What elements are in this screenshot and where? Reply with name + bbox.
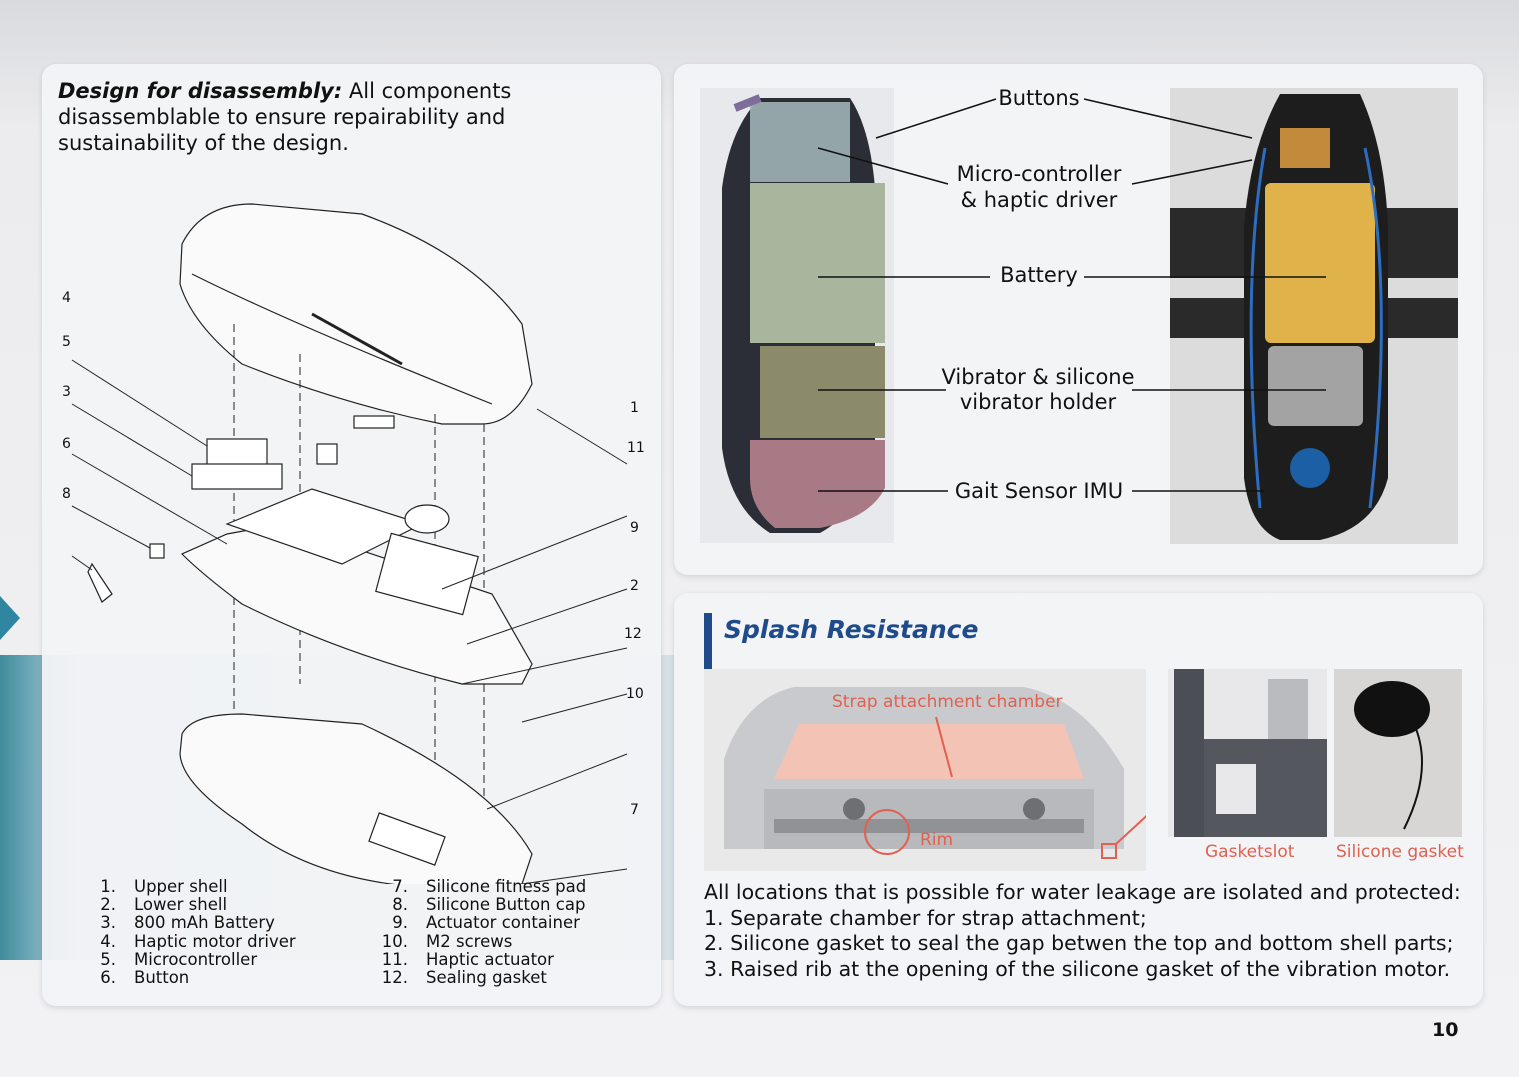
label-vibrator-line1: Vibrator & silicone xyxy=(941,365,1135,389)
gasketslot-render xyxy=(1168,669,1327,837)
list-item: 7.Silicone fitness pad xyxy=(392,877,587,896)
page-arrow-tab xyxy=(0,596,20,640)
parts-list-col2: 7.Silicone fitness pad 8.Silicone Button… xyxy=(364,877,587,988)
intro-text: All components disassemblable to ensure … xyxy=(58,79,512,155)
callout-5: 5 xyxy=(62,334,71,350)
splash-title: Splash Resistance xyxy=(724,615,979,644)
list-item: 12.Sealing gasket xyxy=(381,968,547,988)
caption-gasketslot: Gasketslot xyxy=(1205,842,1295,862)
callout-1: 1 xyxy=(630,400,639,416)
callout-12: 12 xyxy=(624,626,642,642)
label-strap-chamber: Strap attachment chamber xyxy=(832,692,1063,712)
exploded-view-drawing xyxy=(71,203,628,884)
silicone-gasket-photo xyxy=(1334,669,1462,837)
callout-8: 8 xyxy=(62,486,71,502)
label-rim: Rim xyxy=(920,830,954,850)
list-item: 8.Silicone Button cap xyxy=(392,895,586,915)
callout-3: 3 xyxy=(62,384,71,400)
caption-silicone-gasket: Silicone gasket xyxy=(1336,842,1464,862)
list-item: 4.Haptic motor driver xyxy=(100,931,296,951)
label-vibrator-line2: vibrator holder xyxy=(959,390,1117,414)
components-card: Buttons Micro-controller & haptic driver… xyxy=(674,64,1483,575)
leak-point-2: 2. Silicone gasket to seal the gap betwe… xyxy=(704,931,1454,955)
list-item: 5.Microcontroller xyxy=(100,949,258,969)
page-number: 10 xyxy=(1432,1019,1459,1041)
callout-4: 4 xyxy=(62,290,71,306)
callout-11: 11 xyxy=(627,440,645,456)
leak-point-1: 1. Separate chamber for strap attachment… xyxy=(704,905,1147,930)
leakage-text: All locations that is possible for water… xyxy=(704,880,1464,982)
list-item: 9.Actuator container xyxy=(392,913,580,933)
list-item: 6.Button xyxy=(100,968,190,988)
label-buttons: Buttons xyxy=(998,86,1080,110)
leak-intro: All locations that is possible for water… xyxy=(704,880,1461,904)
annotation-lines xyxy=(817,98,1326,492)
device-photo xyxy=(1170,88,1458,544)
callout-10: 10 xyxy=(626,686,644,702)
callout-9: 9 xyxy=(630,520,639,536)
label-battery: Battery xyxy=(1000,263,1078,287)
list-item: 11.Haptic actuator xyxy=(381,949,554,969)
disassembly-card: Design for disassembly: All components d… xyxy=(42,64,661,1006)
disassembly-intro: Design for disassembly: All components d… xyxy=(58,78,648,156)
leak-point-3: 3. Raised rib at the opening of the sili… xyxy=(704,956,1451,981)
label-imu: Gait Sensor IMU xyxy=(954,479,1124,503)
section-render: Strap attachment chamber Rim xyxy=(704,669,1155,871)
splash-resistance-card: Splash Resistance Strap attachment chamb… xyxy=(674,593,1483,1006)
callout-7: 7 xyxy=(630,802,639,818)
callout-6: 6 xyxy=(62,436,71,452)
list-item: 2.Lower shell xyxy=(100,895,228,915)
list-item: 10.M2 screws xyxy=(381,931,513,951)
list-item: 3.800 mAh Battery xyxy=(100,913,275,933)
cad-render xyxy=(700,88,894,543)
label-mcu-line1: Micro-controller xyxy=(956,162,1122,186)
title-accent-bar xyxy=(704,613,712,669)
parts-list-col1: 1.Upper shell 2.Lower shell 3.800 mAh Ba… xyxy=(72,877,296,988)
intro-bold: Design for disassembly: xyxy=(58,79,343,103)
callout-2: 2 xyxy=(630,578,639,594)
list-item: 1.Upper shell xyxy=(100,877,228,896)
label-mcu-line2: & haptic driver xyxy=(960,188,1118,212)
